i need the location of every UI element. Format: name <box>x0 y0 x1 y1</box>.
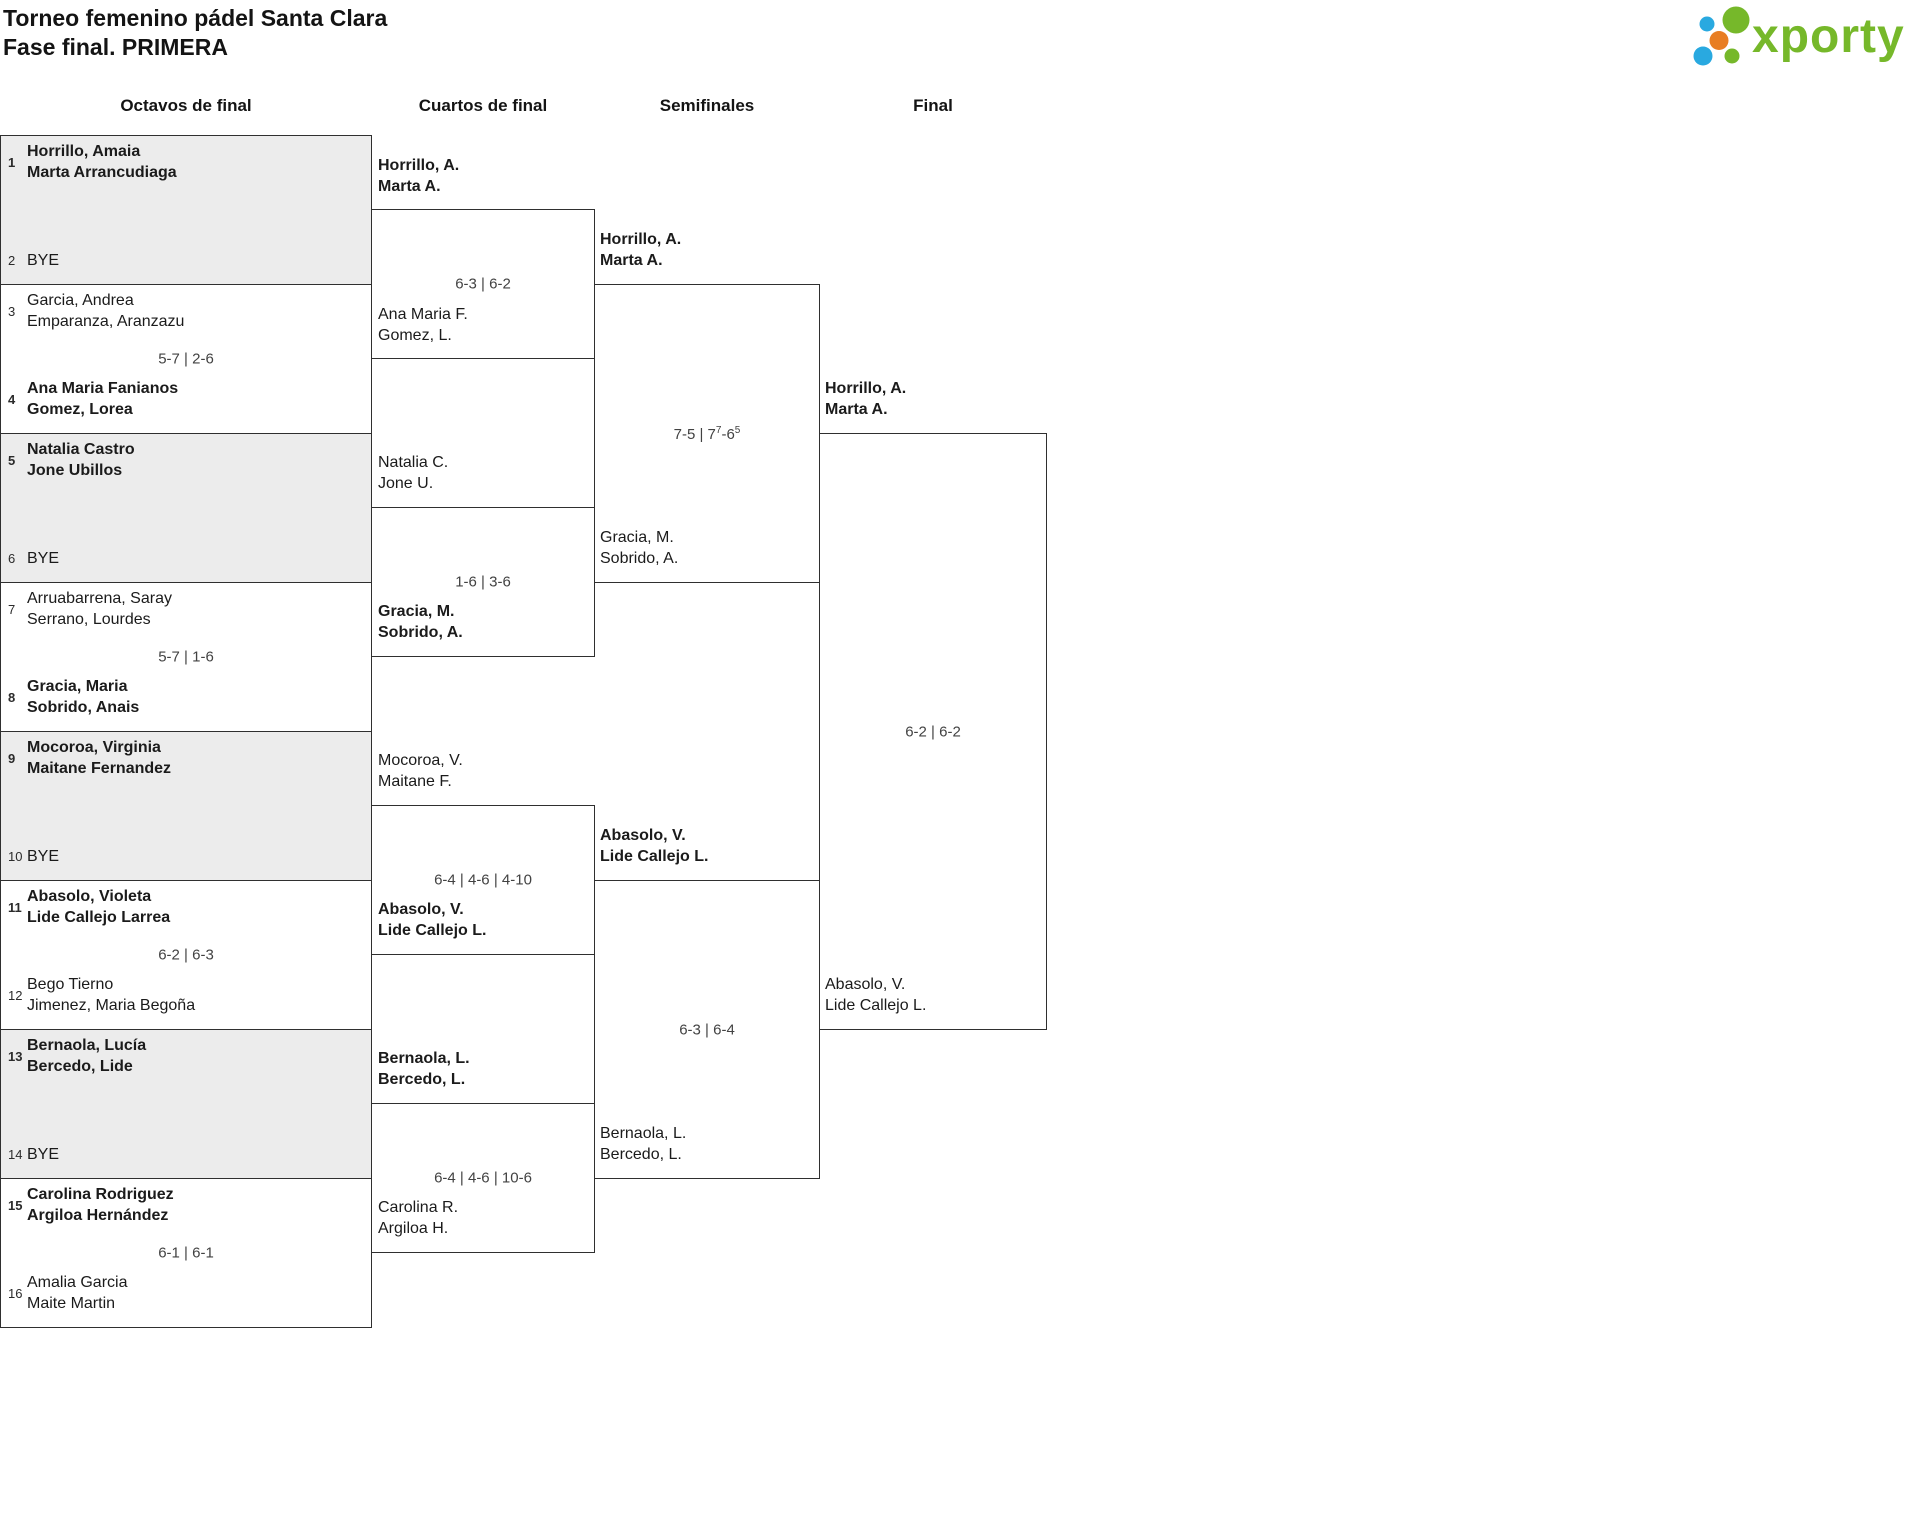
round-header-cuartos: Cuartos de final <box>418 96 548 115</box>
match-score: 6-2 | 6-2 <box>905 723 961 740</box>
seed-number: 8 <box>8 689 16 705</box>
tournament-name: Torneo femenino pádel Santa Clara <box>3 5 388 31</box>
seed-number: 4 <box>8 391 16 407</box>
match-score: 1-6 | 3-6 <box>455 573 511 591</box>
final-box: 6-2 | 6-2 <box>819 433 1047 1030</box>
logo-wordmark: xporty <box>1752 10 1905 63</box>
seed-number: 11 <box>8 899 22 915</box>
seed-number: 15 <box>8 1197 23 1213</box>
seed-number: 6 <box>8 551 16 566</box>
sf2-team-top: Abasolo, V.Lide Callejo L. <box>600 827 709 865</box>
seed-number: 14 <box>8 1147 23 1162</box>
round-header-semifinales: Semifinales <box>659 96 755 115</box>
match-score: 6-2 | 6-3 <box>158 946 214 964</box>
qf3-team-top: Mocoroa, V.Maitane F. <box>378 752 463 790</box>
final-team-bottom: Abasolo, V.Lide Callejo L. <box>825 976 927 1014</box>
qf3-team-bottom: Abasolo, V.Lide Callejo L. <box>378 901 487 939</box>
qf1-team-top: Horrillo, A.Marta A. <box>378 157 460 195</box>
xporty-logo[interactable]: xporty <box>1686 2 1916 68</box>
sf1-team-top: Horrillo, A.Marta A. <box>600 231 682 269</box>
match-score: 6-1 | 6-1 <box>158 1244 214 1262</box>
logo-dot-blue-small <box>1699 16 1715 32</box>
seed-number: 10 <box>8 849 23 864</box>
logo-dot-orange <box>1709 31 1729 50</box>
match-score: 5-7 | 1-6 <box>158 648 214 666</box>
final-team-top: Horrillo, A.Marta A. <box>825 380 907 418</box>
seed-number: 9 <box>8 750 16 766</box>
team-entry-seed-14: 14 BYE <box>8 1146 60 1163</box>
qf4-team-bottom: Carolina R.Argiloa H. <box>378 1199 459 1237</box>
qf1-team-bottom: Ana Maria F.Gomez, L. <box>378 306 468 344</box>
seed-number: 16 <box>8 1285 23 1301</box>
sf1-team-bottom: Gracia, M.Sobrido, A. <box>600 529 679 567</box>
match-score: 6-3 | 6-4 <box>679 1021 735 1038</box>
page-title: Torneo femenino pádel Santa Clara Fase f… <box>3 4 387 62</box>
logo-dot-blue-large <box>1693 46 1713 66</box>
team-entry-seed-10: 10 BYE <box>8 848 60 865</box>
phase-name: Fase final. PRIMERA <box>3 34 228 60</box>
seed-number: 12 <box>8 987 23 1003</box>
match-score: 7-5 | 77-65 <box>673 424 741 443</box>
logo-dot-green-small <box>1724 48 1740 64</box>
match-score: 6-3 | 6-2 <box>455 275 511 293</box>
qf2-team-bottom: Gracia, M.Sobrido, A. <box>378 603 463 641</box>
qf2-team-top: Natalia C.Jone U. <box>378 454 449 492</box>
sf2-team-bottom: Bernaola, L.Bercedo, L. <box>600 1125 687 1163</box>
seed-number: 7 <box>8 601 16 617</box>
seed-number: 3 <box>8 303 16 319</box>
seed-number: 13 <box>8 1048 23 1064</box>
match-score: 6-4 | 4-6 | 10-6 <box>434 1169 532 1187</box>
match-score: 5-7 | 2-6 <box>158 350 214 368</box>
round-header-octavos: Octavos de final <box>120 96 252 115</box>
qf4-team-top: Bernaola, L.Bercedo, L. <box>378 1050 470 1088</box>
xporty-logo-graphic: xporty <box>1693 6 1905 66</box>
seed-number: 5 <box>8 452 16 468</box>
round-header-final: Final <box>913 96 953 115</box>
match-score: 6-4 | 4-6 | 4-10 <box>434 871 532 889</box>
team-entry-seed-2: 2 BYE <box>8 252 60 269</box>
seed-number: 1 <box>8 154 16 170</box>
team-entry-seed-6: 6 BYE <box>8 550 60 567</box>
seed-number: 2 <box>8 253 16 268</box>
logo-dot-green-large <box>1722 6 1750 34</box>
